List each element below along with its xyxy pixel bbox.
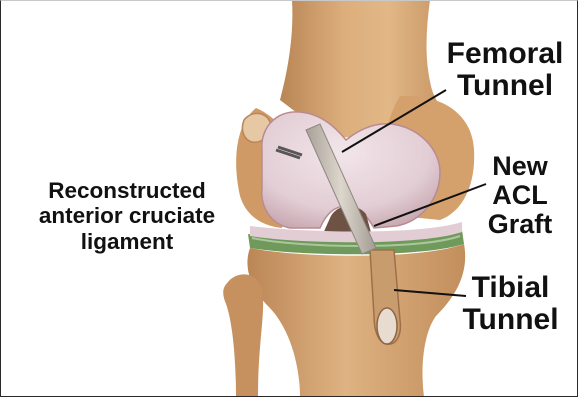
tibia (247, 244, 465, 397)
label-tibial-tunnel: Tibial Tunnel (448, 272, 573, 337)
tibial-tunnel-opening (377, 308, 397, 344)
label-new-acl-graft-line2: ACL (470, 181, 570, 210)
label-femoral-tunnel: Femoral Tunnel (440, 38, 570, 103)
label-femoral-tunnel-line2: Tunnel (440, 70, 570, 102)
label-new-acl-graft-line1: New (470, 152, 570, 181)
label-reconstructed-acl-line3: ligament (12, 229, 242, 254)
label-reconstructed-acl-line1: Reconstructed (12, 178, 242, 203)
label-new-acl-graft-line3: Graft (470, 210, 570, 239)
label-tibial-tunnel-line2: Tunnel (448, 304, 573, 336)
label-reconstructed-acl-line2: anterior cruciate (12, 203, 242, 228)
label-new-acl-graft: New ACL Graft (470, 152, 570, 239)
fibula (223, 274, 263, 397)
label-femoral-tunnel-line1: Femoral (440, 38, 570, 70)
label-tibial-tunnel-line1: Tibial (448, 272, 573, 304)
label-reconstructed-acl: Reconstructed anterior cruciate ligament (12, 178, 242, 254)
